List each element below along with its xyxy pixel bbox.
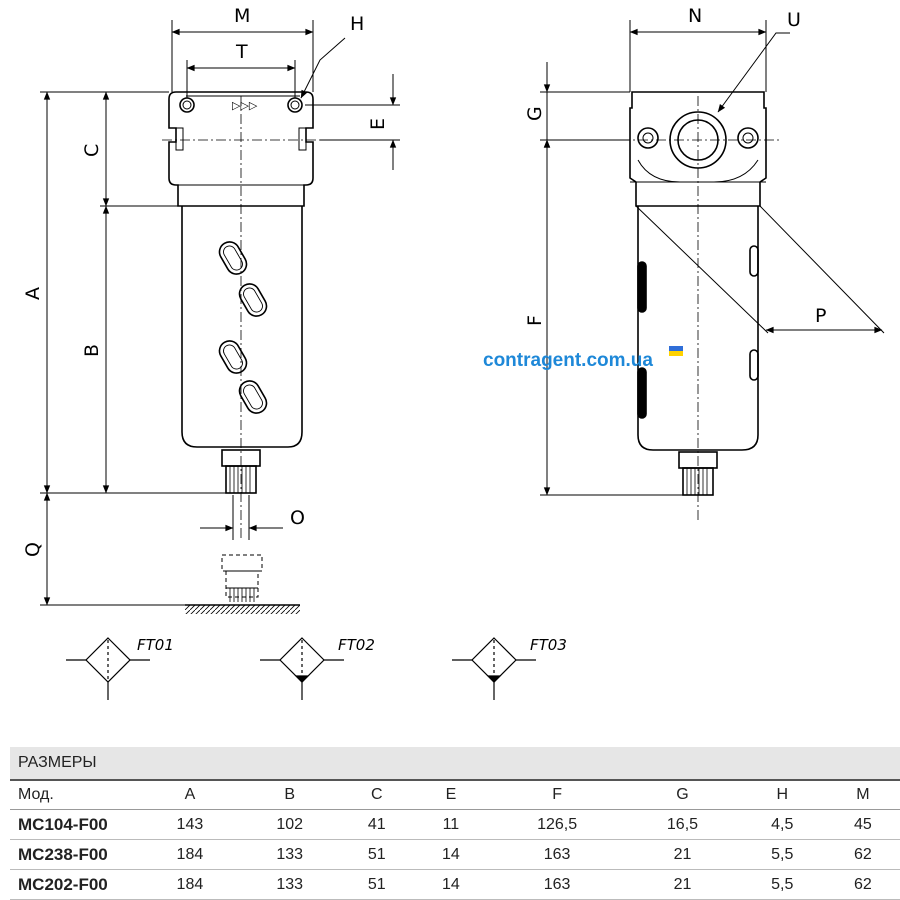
mount-hole-right bbox=[287, 97, 303, 113]
dim-label-C: C bbox=[81, 144, 103, 157]
table-cell: 163 bbox=[488, 869, 627, 900]
table-cell: 62 bbox=[825, 839, 900, 870]
side-dimensions bbox=[540, 20, 885, 496]
table-cell: 102 bbox=[239, 809, 340, 840]
table-cell: 62 bbox=[825, 869, 900, 900]
flag-icon bbox=[669, 346, 683, 356]
model-cell: MC238-F00 bbox=[10, 839, 140, 870]
front-view bbox=[168, 91, 314, 602]
table-cell: 163 bbox=[488, 839, 627, 870]
model-cell: MC104-F00 bbox=[10, 809, 140, 840]
side-view bbox=[629, 91, 767, 496]
table-cell: 14 bbox=[413, 869, 488, 900]
column-header: Мод. bbox=[10, 779, 140, 810]
symbol-label-ft03: FT03 bbox=[530, 636, 567, 654]
front-head bbox=[168, 91, 314, 207]
dim-label-F: F bbox=[524, 315, 546, 326]
symbol-label-ft02: FT02 bbox=[338, 636, 375, 654]
table-cell: 184 bbox=[140, 869, 240, 900]
symbol-ft01 bbox=[66, 637, 150, 700]
table-cell: 51 bbox=[339, 839, 414, 870]
dim-label-E: E bbox=[367, 118, 389, 130]
model-cell: MC202-F00 bbox=[10, 869, 140, 900]
symbol-label-ft01: FT01 bbox=[137, 636, 174, 654]
table-cell: 21 bbox=[626, 869, 739, 900]
table-cell: 51 bbox=[339, 869, 414, 900]
dim-label-O: O bbox=[290, 507, 305, 529]
side-centerlines bbox=[620, 96, 780, 520]
table-cell: 143 bbox=[140, 809, 240, 840]
table-cell: 41 bbox=[339, 809, 414, 840]
column-header: M bbox=[825, 779, 900, 810]
table-cell: 21 bbox=[626, 839, 739, 870]
front-centerlines bbox=[162, 96, 320, 540]
flow-arrows: ▷▷▷ bbox=[232, 99, 258, 112]
table-row: MC202-F00 184 133 51 14 163 21 5,5 62 bbox=[10, 869, 900, 900]
column-header: E bbox=[413, 779, 488, 810]
table-row: MC104-F00 143 102 41 11 126,5 16,5 4,5 4… bbox=[10, 809, 900, 840]
column-header: H bbox=[738, 779, 826, 810]
dim-label-U: U bbox=[787, 9, 801, 31]
table-cell: 14 bbox=[413, 839, 488, 870]
dimensions-table: РАЗМЕРЫ Мод. A B C E F G H M MC104-F00 1… bbox=[10, 747, 900, 900]
dim-label-G: G bbox=[524, 106, 546, 121]
table-cell: 16,5 bbox=[626, 809, 739, 840]
front-dimensions bbox=[40, 20, 400, 606]
table-cell: 5,5 bbox=[738, 869, 826, 900]
mount-hole-left bbox=[179, 97, 195, 113]
table-cell: 184 bbox=[140, 839, 240, 870]
front-bowl bbox=[181, 206, 303, 448]
column-header: G bbox=[626, 779, 739, 810]
dim-label-M: M bbox=[234, 5, 250, 27]
column-header: B bbox=[239, 779, 340, 810]
table-cell: 4,5 bbox=[738, 809, 826, 840]
column-header: C bbox=[339, 779, 414, 810]
side-bowl bbox=[637, 206, 759, 451]
dim-label-T: T bbox=[235, 41, 248, 63]
dim-label-A: A bbox=[22, 287, 44, 300]
watermark-text: contragent.com.ua bbox=[483, 350, 653, 371]
table-cell: 5,5 bbox=[738, 839, 826, 870]
dim-label-P: P bbox=[815, 305, 826, 327]
column-header: A bbox=[140, 779, 240, 810]
dim-label-H: H bbox=[350, 13, 364, 35]
table-header-row: Мод. A B C E F G H M bbox=[10, 779, 900, 810]
technical-drawing: ▷▷▷ bbox=[22, 5, 885, 700]
ground bbox=[185, 604, 300, 614]
dim-label-B: B bbox=[81, 344, 103, 357]
table-cell: 45 bbox=[825, 809, 900, 840]
symbol-ft03 bbox=[452, 637, 536, 700]
table-cell: 126,5 bbox=[488, 809, 627, 840]
table-title: РАЗМЕРЫ bbox=[10, 747, 900, 780]
table-row: MC238-F00 184 133 51 14 163 21 5,5 62 bbox=[10, 839, 900, 870]
dim-label-Q: Q bbox=[22, 542, 44, 557]
table-cell: 133 bbox=[239, 839, 340, 870]
table-cell: 11 bbox=[413, 809, 488, 840]
column-header: F bbox=[488, 779, 627, 810]
dim-label-N: N bbox=[688, 5, 702, 27]
table-cell: 133 bbox=[239, 869, 340, 900]
symbol-ft02 bbox=[260, 637, 344, 700]
